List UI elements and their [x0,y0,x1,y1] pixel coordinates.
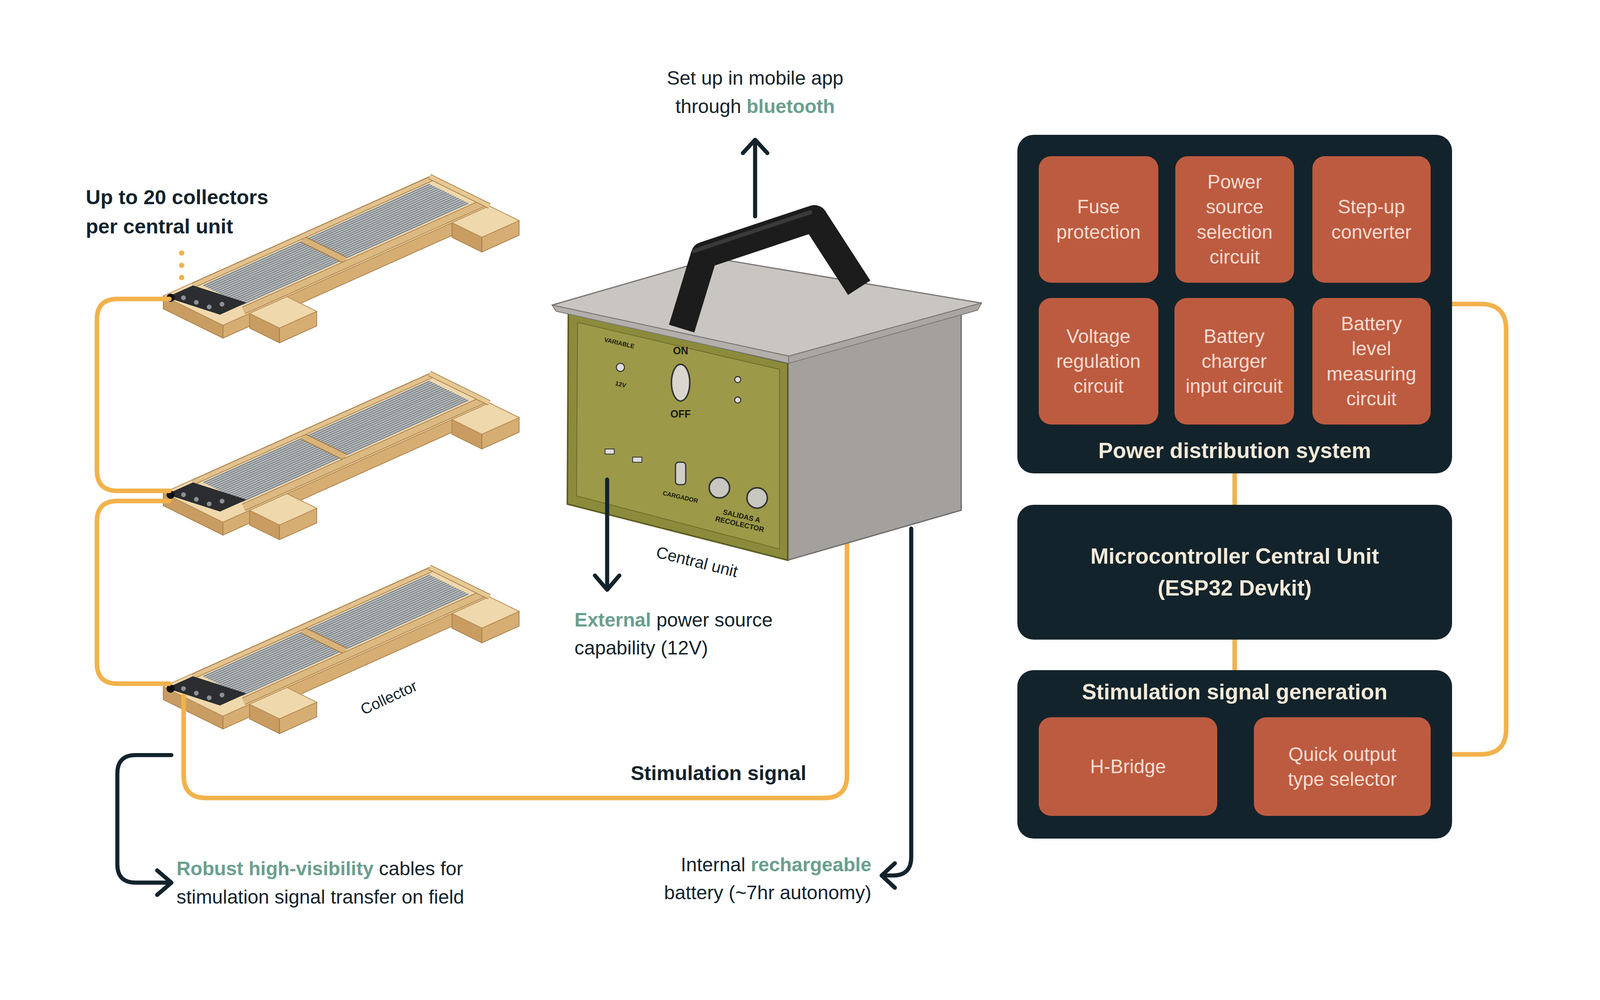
central-unit-drawing [675,462,686,485]
central-unit-drawing [552,212,982,561]
callout-arrow [594,575,620,591]
label-text: battery (~7hr autonomy) [664,882,872,904]
controller-panel: Microcontroller Central Unit (ESP32 Devk… [1017,504,1453,640]
callout-arrow [883,528,912,876]
central-unit-drawing [552,305,789,364]
panel-marking: OFF [670,408,691,421]
count-dots [178,250,185,281]
central-unit-drawing [709,477,730,499]
panel-heading: Power distribution system [1017,437,1453,464]
label-text: Stimulation signal [630,762,807,785]
callout-arrow [117,139,912,896]
process-box: Battery charger input circuit [1174,298,1295,425]
label-text: Internal [680,854,746,876]
central-unit-drawing [734,376,741,383]
system-panel: Power distribution system Fuse protection… [1017,134,1453,474]
central-unit-drawing [693,212,811,251]
highlight-text: Robust high-visibility [176,858,374,880]
box-text: H-Bridge [1090,754,1167,780]
system-panel: Stimulation signal generationH-Bridge Qui… [1017,670,1453,839]
callout-arrow [752,142,757,217]
callout-arrow [117,755,172,883]
signal-cable [96,298,170,491]
panel-marking: VARIABLE [603,336,636,351]
process-box: Step-up converter [1312,156,1431,283]
central-unit-drawing [604,449,615,455]
callout-note: Robust high-visibility cables for stimul… [176,854,514,912]
highlight-text: bluetooth [746,95,835,117]
central-unit-drawing [788,303,982,364]
process-box: Power source selection circuit [1175,156,1294,283]
label-text: Collector [357,677,420,719]
count-dots [178,274,185,281]
label-text: Up to 20 collectors per central unit [85,185,268,239]
box-text: Step-up converter [1320,194,1423,244]
connector-line [1452,304,1507,755]
collector-drawing [163,373,519,540]
panel-heading: Stimulation signal generation [1017,679,1453,706]
connector-line [1232,639,1238,671]
box-text: Power source selection circuit [1183,169,1286,270]
callout-arrow [881,863,895,889]
highlight-text: rechargeable [750,854,872,876]
panel-marking: CARGADOR [662,489,699,505]
collector-drawing [163,567,519,734]
process-box: Quick output type selector [1253,717,1431,817]
label-text: SALIDAS A RECOLECTOR [714,508,766,534]
process-box: Battery level measuring circuit [1312,298,1431,425]
callout-note: Up to 20 collectors per central unit [85,182,300,243]
central-unit-drawing [681,218,860,329]
callout-arrow [742,139,768,153]
callout-arrow [157,870,172,896]
callout-note: Internal rechargeable battery (~7hr auto… [618,851,872,908]
part-name: Central unit [654,542,740,582]
panel-marking: SALIDAS A RECOLECTOR [713,506,769,535]
process-box: Fuse protection [1038,156,1159,283]
central-unit-drawing [734,397,741,404]
signal-label: Stimulation signal [630,758,807,789]
central-unit-drawing [632,457,643,463]
label-text: Central unit [654,542,740,581]
callout-arrow [604,479,609,588]
label-text: 12V [614,380,627,390]
signal-cable [96,501,170,684]
label-text: OFF [670,408,691,420]
callout-note: External power source capability (12V) [574,606,811,663]
box-text: Fuse protection [1046,194,1151,244]
signal-cable [96,298,847,799]
central-unit-drawing [616,363,625,372]
box-text: Battery level measuring circuit [1320,311,1423,412]
process-box: Voltage regulation circuit [1038,298,1159,425]
label-text: VARIABLE [603,336,636,350]
panel-marking: ON [672,345,689,358]
label-text: ON [672,345,689,357]
part-name: Collector [357,677,420,719]
count-dots [178,262,185,268]
box-text: Voltage regulation circuit [1046,323,1151,399]
central-unit-drawing [671,364,690,402]
callout-note: Set up in mobile app through bluetooth [646,64,864,121]
box-text: Battery charger input circuit [1182,323,1287,399]
central-unit-drawing [746,487,768,509]
panel-marking: 12V [614,380,627,390]
box-text: Quick output type selector [1271,741,1413,792]
central-unit-drawing [552,258,982,357]
process-box: H-Bridge [1038,717,1218,817]
box-text: Microcontroller Central Unit (ESP32 Devk… [1067,540,1402,605]
connector-line [1232,473,1238,505]
label-text: CARGADOR [662,489,699,505]
highlight-text: External [574,609,651,631]
collector-drawing [163,176,519,735]
count-dots [178,250,185,256]
